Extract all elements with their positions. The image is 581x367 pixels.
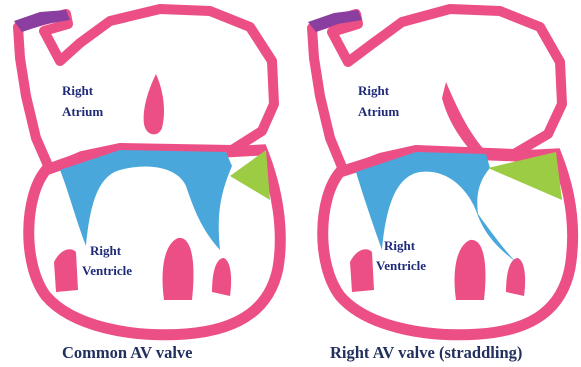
caption-left: Common AV valve bbox=[62, 343, 193, 362]
panel-common-av-valve: Right Atrium Right Ventricle Common AV v… bbox=[14, 9, 280, 362]
atrium-label-line2-right: Atrium bbox=[358, 104, 399, 119]
ventricle-label-line1-left: Right bbox=[90, 243, 122, 258]
ventricle-label-line2-left: Ventricle bbox=[82, 263, 132, 278]
atrium-label-line1-right: Right bbox=[358, 83, 390, 98]
panel-straddling-av-valve: Right Atrium Right Ventricle Right AV va… bbox=[308, 9, 573, 362]
caption-right: Right AV valve (straddling) bbox=[330, 343, 522, 362]
ventricle-label-line2-right: Ventricle bbox=[376, 258, 426, 273]
atrium-label-line2-left: Atrium bbox=[62, 104, 103, 119]
ventricle-label-line1-right: Right bbox=[384, 238, 416, 253]
atrium-label-line1-left: Right bbox=[62, 83, 94, 98]
